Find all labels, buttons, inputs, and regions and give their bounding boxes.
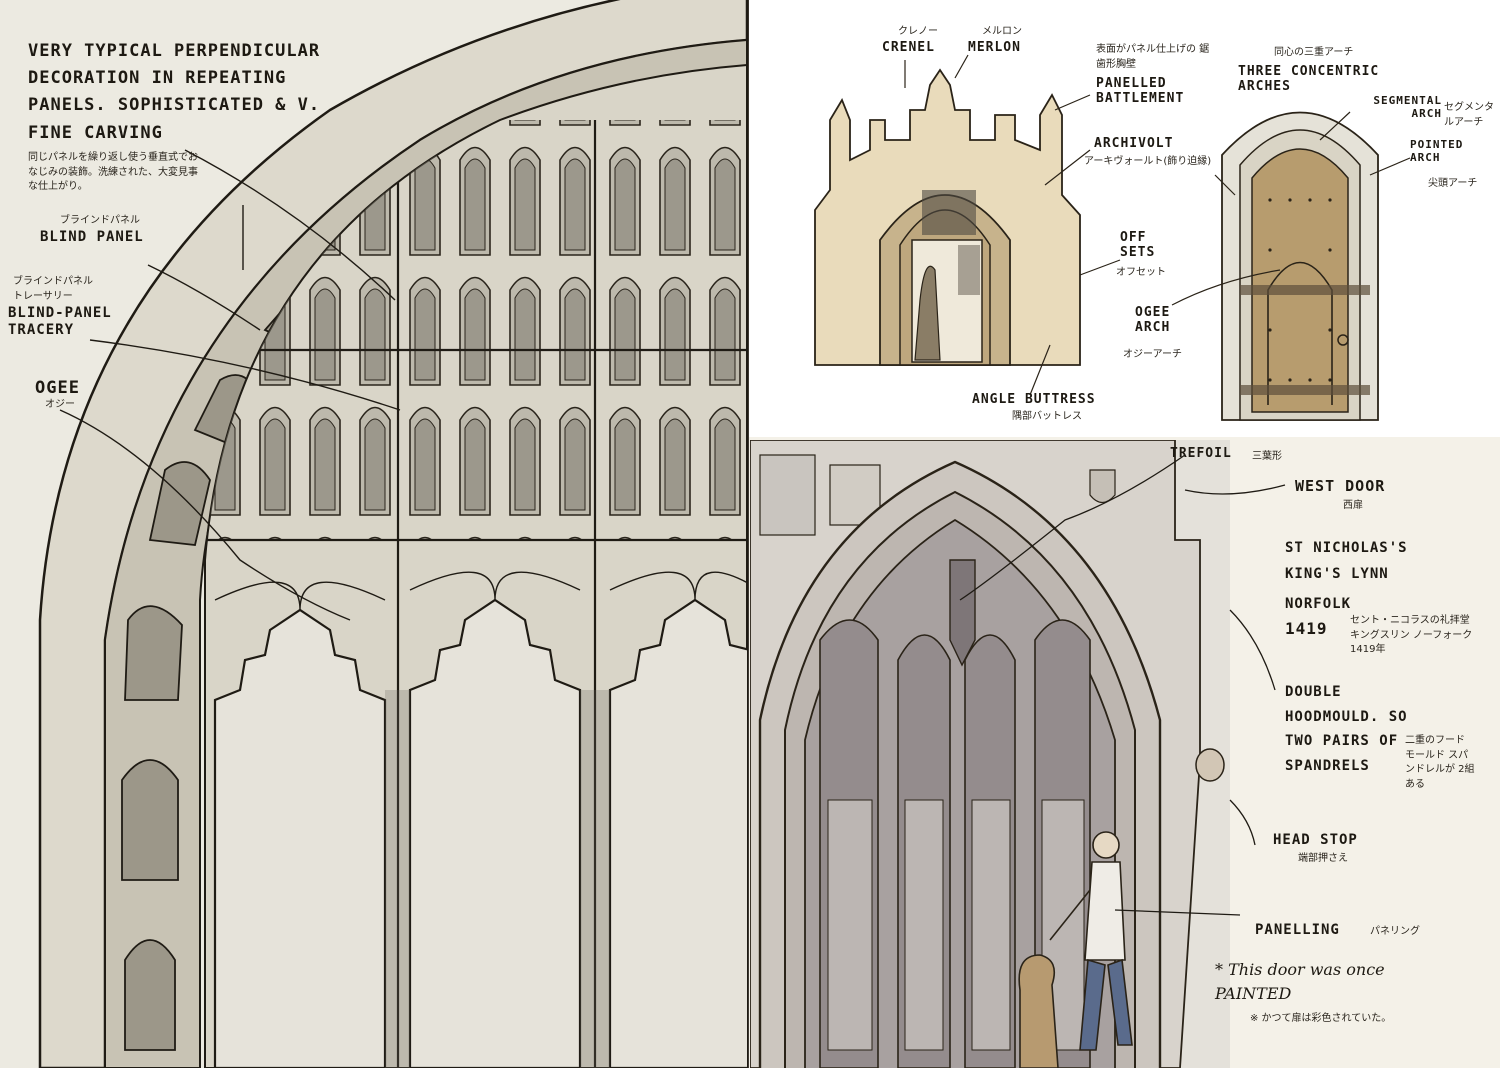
angle-buttress-label: ANGLE BUTTRESS [972,392,1096,407]
crenel-jp: クレノー [898,26,938,37]
intro-note-jp: 同じパネルを繰り返し使う垂直式でおなじみの装飾。洗練された、大変見事な仕上がり。 [28,152,198,192]
ogee-arch-jp: オジーアーチ [1123,349,1182,360]
west-door-leaders [959,454,1286,916]
crenel-label: CRENEL [882,40,935,55]
panelling-jp: パネリング [1370,926,1420,937]
blind-panel-tracery-label: BLIND-PANEL TRACERY [8,305,112,338]
segmental-arch-jp: セグメンタルアーチ [1444,102,1494,128]
blind-panel-tracery-jp: ブラインドパネル トレーサリー [13,276,93,302]
head-stop-label: HEAD STOP [1273,832,1358,848]
archivolt-jp: アーキヴォールト(飾り迫縁) [1084,156,1212,167]
trefoil-jp: 三葉形 [1252,451,1282,462]
segmental-arch-label: SEGMENTAL ARCH [1373,94,1442,120]
angle-buttress-jp: 隅部バットレス [1012,411,1082,422]
archivolt-label: ARCHIVOLT [1094,136,1174,151]
place-line-3: NORFOLK [1285,596,1352,612]
porch-drawing [814,54,1121,396]
blind-panel-jp: ブラインドパネル [60,215,140,226]
three-arches-label: THREE CONCENTRIC ARCHES [1238,64,1380,95]
blind-panel-label: BLIND PANEL [40,229,144,245]
panelled-battlement-jp: 表面がパネル仕上げの 鋸歯形胸壁 [1096,44,1210,70]
panelling-label: PANELLING [1255,922,1340,938]
west-door-jp: 西扉 [1343,500,1363,511]
merlon-label: MERLON [968,40,1021,55]
ogee-label: OGEE [35,378,80,398]
head-stop-jp: 端部押さえ [1298,853,1348,864]
intro-note: VERY TYPICAL PERPENDICULAR DECORATION IN… [28,41,321,143]
ogee-jp: オジー [45,399,75,410]
pointed-arch-jp: 尖頭アーチ [1428,178,1478,189]
footnote-jp: ※ かつて扉は彩色されていた。 [1250,1013,1392,1024]
concentric-arch-door [1171,111,1411,421]
offsets-label: OFF SETS [1120,230,1156,261]
pointed-arch-label: POINTED ARCH [1410,138,1464,164]
offsets-jp: オフセット [1116,267,1166,278]
double-hoodmould-jp: 二重のフード モールド スパンドレルが 2組ある [1405,735,1475,790]
place-year: 1419 [1285,619,1328,638]
west-door-label: WEST DOOR [1295,477,1386,495]
panelled-battlement-label: PANELLED BATTLEMENT [1096,76,1185,107]
trefoil-label: TREFOIL [1170,446,1232,461]
west-door-drawing [750,440,1230,1068]
ogee-arch-label: OGEE ARCH [1135,305,1171,336]
footnote: * This door was once PAINTED [1215,960,1385,1003]
place-jp: セント・ニコラスの礼拝堂 キングスリン ノーフォーク 1419年 [1350,615,1473,655]
double-hoodmould-note: DOUBLE HOODMOULD. SO TWO PAIRS OF SPANDR… [1285,684,1408,774]
merlon-jp: メルロン [982,26,1022,37]
left-arch-drawing [38,0,749,1068]
place-line-1: ST NICHOLAS'S [1285,540,1408,556]
page-gutter [747,0,749,1068]
three-arches-jp: 同心の三重アーチ [1274,47,1354,58]
place-line-2: KING'S LYNN [1285,566,1389,582]
